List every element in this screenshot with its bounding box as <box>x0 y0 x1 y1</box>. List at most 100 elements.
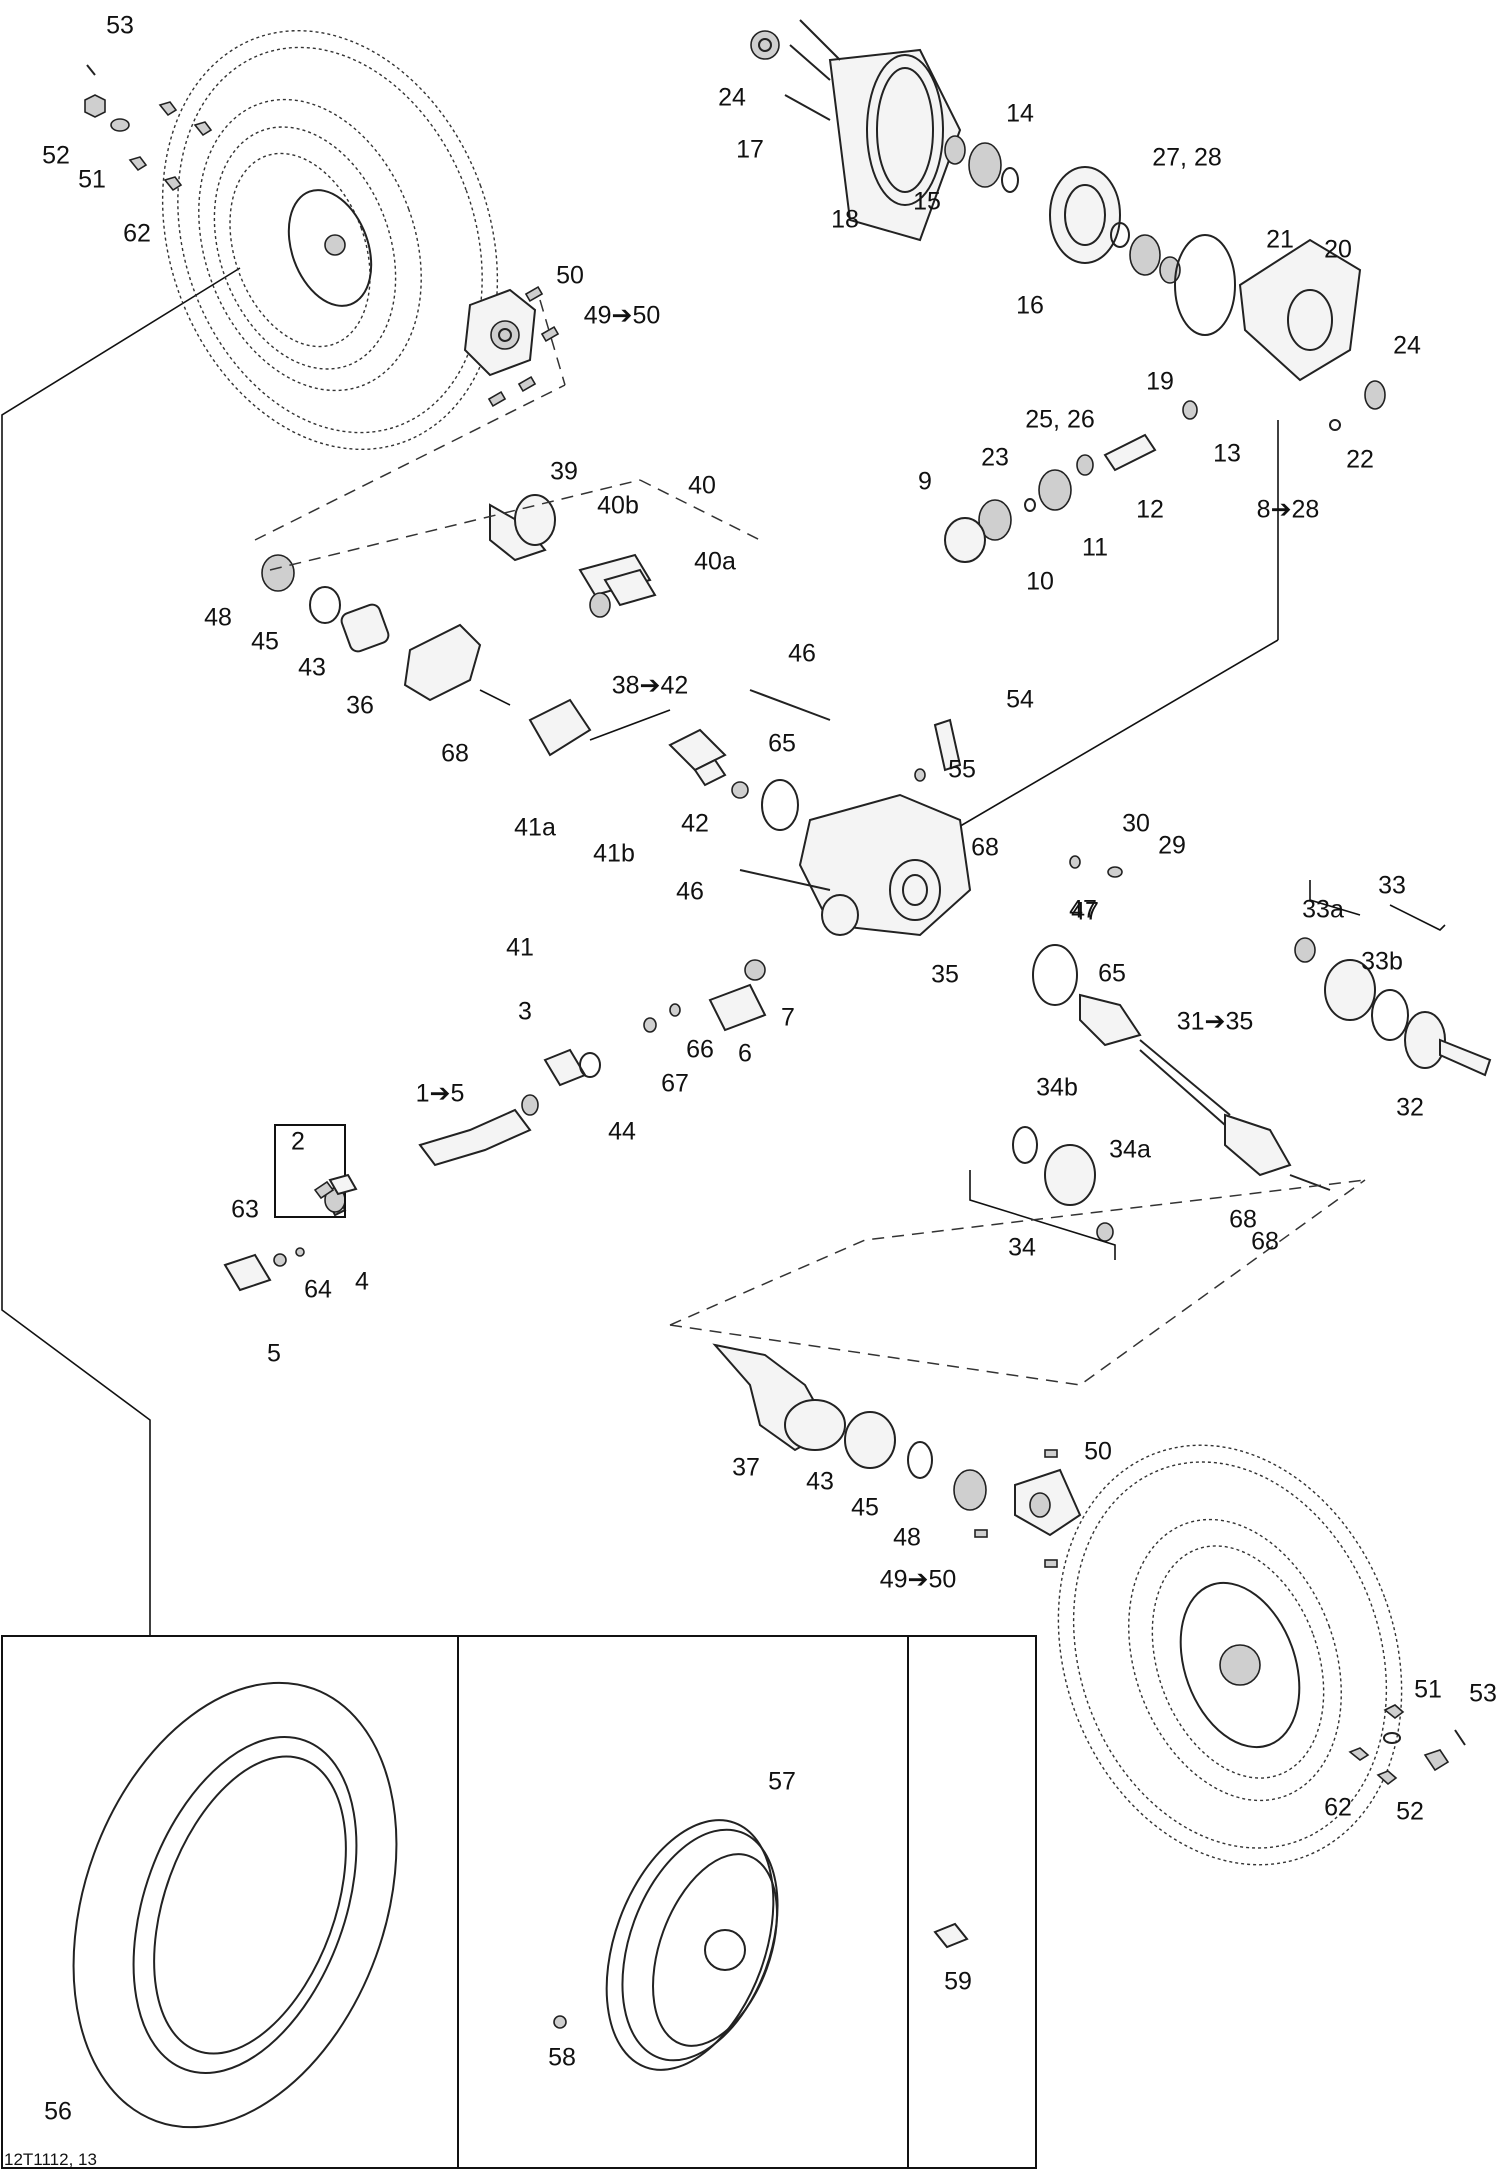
left-knuckle-axle <box>261 479 799 831</box>
callout: 5 <box>267 1339 281 1368</box>
callout: 31➔35 <box>1176 1007 1254 1036</box>
callout: 24 <box>718 83 746 112</box>
callout: 67 <box>661 1069 689 1098</box>
right-axle <box>969 880 1492 1260</box>
hub-top-left <box>84 64 566 541</box>
callout: 47 <box>1069 895 1097 924</box>
callout: 4 <box>355 1267 369 1296</box>
callout: 14 <box>1006 99 1034 128</box>
callout: 13 <box>1213 439 1241 468</box>
spare-tire <box>72 1681 398 2129</box>
callout: 50 <box>556 261 584 290</box>
callout: 30 <box>1122 809 1150 838</box>
callout: 56 <box>44 2097 72 2126</box>
front-differential-top <box>750 19 1386 431</box>
callout: 68 <box>441 739 469 768</box>
callout: 24 <box>1393 331 1421 360</box>
callout: 35 <box>931 960 959 989</box>
callout: 52 <box>1396 1797 1424 1826</box>
callout: 46 <box>676 877 704 906</box>
callout: 33a <box>1302 895 1344 924</box>
callout: 68 <box>1251 1227 1279 1256</box>
callout: 16 <box>1016 291 1044 320</box>
callout: 40b <box>597 491 639 520</box>
callout: 39 <box>550 457 578 486</box>
propeller-shaft <box>223 959 767 1292</box>
callout: 1➔5 <box>415 1079 465 1108</box>
callout: 11 <box>1082 533 1108 562</box>
callout: 41 <box>506 933 534 962</box>
callout: 66 <box>686 1035 714 1064</box>
pinion-parts <box>944 433 1157 563</box>
callout: 21 <box>1266 225 1294 254</box>
callout: 53 <box>1469 1679 1497 1708</box>
callout: 19 <box>1146 367 1174 396</box>
callout: 40a <box>694 547 736 576</box>
callout: 45 <box>251 627 279 656</box>
callout: 32 <box>1396 1093 1424 1122</box>
callout: 68 <box>971 833 999 862</box>
callout: 43 <box>806 1467 834 1496</box>
leader-line-left <box>1 267 241 1636</box>
callout: 33b <box>1361 947 1403 976</box>
callout: 62 <box>123 219 151 248</box>
callout: 43 <box>298 653 326 682</box>
reference-code: 12T1112, 13 <box>4 2150 97 2169</box>
bottom-panels <box>1 1635 1037 2169</box>
callout: 54 <box>1006 685 1034 714</box>
callout: 64 <box>304 1275 332 1304</box>
callout: 2 <box>291 1127 305 1156</box>
callout: 46 <box>788 639 816 668</box>
callout: 68 <box>1229 1205 1257 1234</box>
callout: 63 <box>231 1195 259 1224</box>
callout: 57 <box>768 1767 796 1796</box>
callout: 12 <box>1136 495 1164 524</box>
callout: 29 <box>1158 831 1186 860</box>
callout: 6 <box>738 1039 752 1068</box>
callout: 3 <box>518 997 532 1026</box>
callout: 9 <box>918 467 932 496</box>
callout: 40 <box>688 471 716 500</box>
callout: 51 <box>1414 1675 1442 1704</box>
callout: 34a <box>1109 1135 1151 1164</box>
callout: 8➔28 <box>1256 495 1320 524</box>
callout: 50 <box>1084 1437 1112 1466</box>
callout: 45 <box>851 1493 879 1522</box>
callout: 48 <box>893 1523 921 1552</box>
callout: 58 <box>548 2043 576 2072</box>
callout: 48 <box>204 603 232 632</box>
callout: 41a <box>514 813 556 842</box>
callout: 27, 28 <box>1152 143 1222 172</box>
callout: 15 <box>913 187 941 216</box>
callout: 33 <box>1378 871 1406 900</box>
callout: 25, 26 <box>1025 405 1095 434</box>
callout: 42 <box>681 809 709 838</box>
callout: 37 <box>732 1453 760 1482</box>
callout: 44 <box>608 1117 636 1146</box>
rear-differential <box>739 689 1123 937</box>
tire-top-left <box>161 29 499 451</box>
callout: 7 <box>781 1003 795 1032</box>
callout: 23 <box>981 443 1009 472</box>
callout: 51 <box>78 165 106 194</box>
callout: 18 <box>831 205 859 234</box>
callout: 59 <box>944 1967 972 1996</box>
callout: 17 <box>736 135 764 164</box>
tire-bottom-right <box>1057 1444 1466 1866</box>
callout: 49➔50 <box>879 1565 957 1594</box>
callout: 41b <box>593 839 635 868</box>
callout: 34 <box>1008 1233 1036 1262</box>
callout: 34b <box>1036 1073 1078 1102</box>
callout: 62 <box>1324 1793 1352 1822</box>
right-knuckle <box>712 1343 1082 1568</box>
callout: 49➔50 <box>583 301 661 330</box>
callout: 65 <box>1098 959 1126 988</box>
callout: 36 <box>346 691 374 720</box>
callout: 38➔42 <box>611 671 689 700</box>
rim <box>553 1819 779 2071</box>
valve-decal <box>933 1922 969 1949</box>
callout: 52 <box>42 141 70 170</box>
callout: 47 <box>1071 897 1099 926</box>
callout: 65 <box>768 729 796 758</box>
